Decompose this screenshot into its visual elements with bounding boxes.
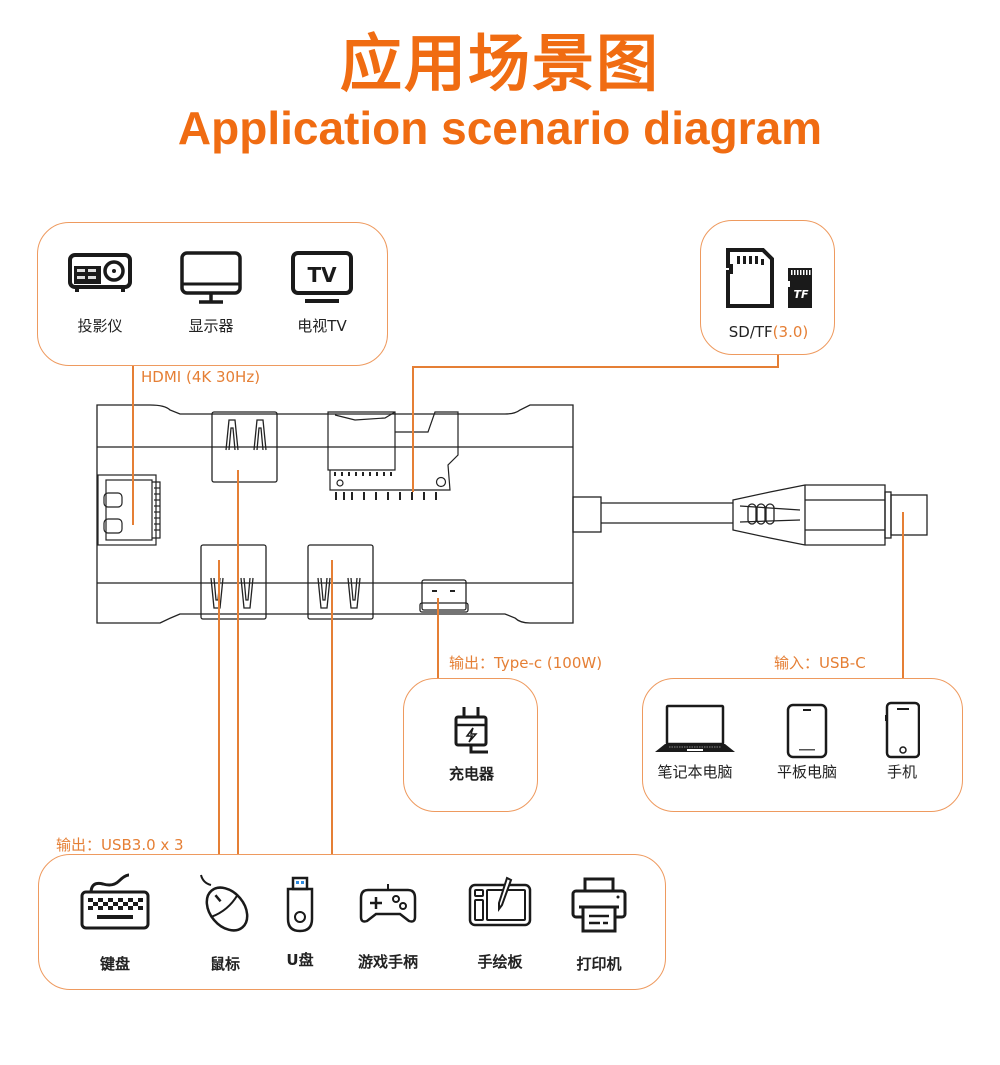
device-keyboard: 键盘 (71, 871, 159, 974)
device-label: 显示器 (188, 317, 234, 335)
device-label: 电视TV (297, 317, 347, 335)
usb-c-input-label: 输入：USB-C (774, 654, 866, 672)
device-label: 平板电脑 (776, 763, 837, 781)
page-title-en: Application scenario diagram (177, 102, 823, 154)
device-drawing-tablet: 手绘板 (457, 875, 543, 972)
sd-tf-box: TF SD/TF(3.0) (700, 220, 835, 355)
keyboard-icon (80, 873, 150, 930)
projector-icon (68, 253, 132, 292)
type-c-port (419, 579, 469, 613)
device-monitor: 显示器 (173, 249, 249, 336)
gamepad-icon (359, 884, 417, 923)
tf-card-icon: TF (788, 268, 812, 308)
device-label: 手绘板 (477, 953, 523, 971)
device-label: 键盘 (99, 955, 130, 973)
input-devices-box: 笔记本电脑 平板电脑 手机 (642, 678, 963, 812)
device-label: 投影仪 (77, 317, 123, 335)
device-label: 充电器 (448, 765, 494, 783)
hdmi-port (97, 474, 161, 546)
usb-c-cable (572, 484, 928, 546)
usb-port-top (211, 411, 278, 483)
device-label: U盘 (286, 951, 314, 969)
device-charger: 充电器 (404, 705, 539, 784)
usb-devices-box: 键盘 鼠标 U盘 游戏手柄 (38, 854, 666, 990)
drawing-tablet-icon (468, 876, 532, 927)
device-mouse: 鼠标 (181, 871, 269, 974)
sd-tf-label: SD/TF(3.0) (701, 323, 836, 341)
page-title-cn: 应用场景图 (339, 27, 660, 100)
sd-tf-label-version: (3.0) (772, 323, 809, 341)
mouse-icon (200, 874, 249, 932)
device-label: 手机 (886, 763, 917, 781)
monitor-icon (180, 251, 242, 304)
laptop-icon (655, 704, 735, 752)
device-label: 打印机 (576, 955, 622, 973)
device-tv: TV 电视TV (284, 249, 360, 336)
printer-icon (571, 877, 627, 933)
type-c-port-label: 输出：Type-c (100W) (449, 654, 603, 672)
device-tablet: 平板电脑 (763, 703, 851, 782)
device-printer: 打印机 (559, 875, 639, 974)
connector-lines (132, 352, 904, 855)
device-gamepad: 游戏手柄 (345, 881, 431, 972)
tv-icon: TV (291, 251, 353, 303)
hub-body (96, 404, 574, 624)
device-laptop: 笔记本电脑 (647, 703, 743, 782)
device-label: 笔记本电脑 (657, 763, 733, 781)
svg-text:TF: TF (793, 288, 809, 301)
hdmi-devices-box: 投影仪 显示器 TV 电视TV (37, 222, 388, 366)
sd-card-icon (726, 248, 774, 308)
sd-tf-reader (327, 411, 459, 500)
hdmi-port-label: HDMI (4K 30Hz) (141, 368, 261, 386)
device-phone: 手机 (869, 701, 935, 782)
charger-box: 充电器 (403, 678, 538, 812)
usb-port-bottom-right (307, 544, 374, 620)
device-projector: 投影仪 (62, 249, 138, 336)
charger-icon (454, 707, 488, 754)
device-label: 游戏手柄 (357, 953, 418, 971)
phone-icon (885, 701, 920, 759)
device-label: 鼠标 (209, 955, 240, 973)
device-usb-drive: U盘 (271, 875, 329, 970)
sd-tf-label-main: SD/TF (728, 323, 773, 341)
usb-port-bottom-left (200, 544, 267, 620)
tablet-icon (786, 703, 828, 759)
svg-text:TV: TV (307, 263, 337, 287)
usb3-output-label: 输出：USB3.0 x 3 (56, 836, 184, 854)
usb-drive-icon (286, 876, 314, 933)
